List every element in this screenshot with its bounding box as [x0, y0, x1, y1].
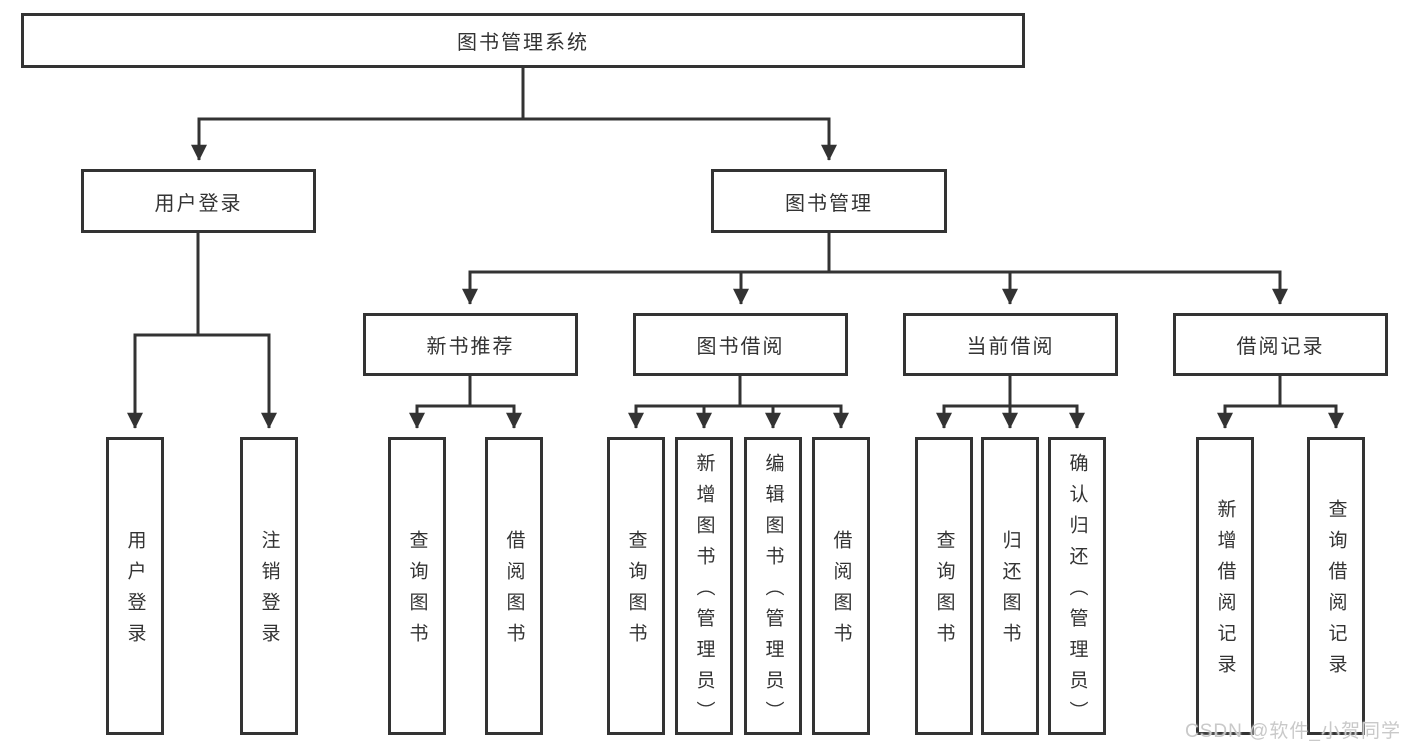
- leaf-borrow-edit-books-admin: 编辑图书（管理员）: [744, 437, 802, 735]
- leaf-borrow-borrow-books-label: 借阅图书: [830, 530, 852, 654]
- leaf-recommend-query-books-label: 查询图书: [406, 530, 428, 654]
- connector-new-book-recommend-to-leaves: [409, 376, 522, 429]
- leaf-records-add-record: 新增借阅记录: [1196, 437, 1254, 735]
- leaf-borrow-add-books-admin: 新增图书（管理员）: [675, 437, 733, 735]
- watermark: CSDN @软件_小贺同学: [1185, 721, 1401, 742]
- leaf-records-add-record-label: 新增借阅记录: [1214, 499, 1236, 685]
- connector-borrow-records-to-leaves: [1217, 376, 1344, 429]
- leaf-borrow-add-books-admin-label: 新增图书（管理员）: [693, 452, 715, 732]
- leaf-borrow-query-books: 查询图书: [607, 437, 665, 735]
- leaf-records-query-record-label: 查询借阅记录: [1325, 499, 1347, 685]
- leaf-current-query-books-label: 查询图书: [933, 530, 955, 654]
- leaf-current-return-books: 归还图书: [981, 437, 1039, 735]
- connector-root-to-level2: [191, 68, 837, 161]
- node-borrow-records: 借阅记录: [1173, 313, 1388, 376]
- leaf-user-login: 用户登录: [106, 437, 164, 735]
- leaf-current-confirm-return-admin: 确认归还（管理员）: [1048, 437, 1106, 735]
- node-user-login: 用户登录: [81, 169, 316, 233]
- leaf-recommend-borrow-books-label: 借阅图书: [503, 530, 525, 654]
- leaf-borrow-query-books-label: 查询图书: [625, 530, 647, 654]
- connector-current-borrow-to-leaves: [936, 376, 1085, 429]
- connector-user-login-to-leaves: [127, 233, 277, 429]
- leaf-recommend-query-books: 查询图书: [388, 437, 446, 735]
- leaf-current-confirm-return-admin-label: 确认归还（管理员）: [1066, 452, 1088, 732]
- node-current-borrow: 当前借阅: [903, 313, 1118, 376]
- leaf-current-return-books-label: 归还图书: [999, 530, 1021, 654]
- leaf-recommend-borrow-books: 借阅图书: [485, 437, 543, 735]
- connector-book-management-to-level3: [462, 233, 1288, 305]
- node-new-book-recommend: 新书推荐: [363, 313, 578, 376]
- node-book-management: 图书管理: [711, 169, 947, 233]
- leaf-borrow-borrow-books: 借阅图书: [812, 437, 870, 735]
- node-root: 图书管理系统: [21, 13, 1025, 68]
- node-book-borrow: 图书借阅: [633, 313, 848, 376]
- leaf-records-query-record: 查询借阅记录: [1307, 437, 1365, 735]
- leaf-borrow-edit-books-admin-label: 编辑图书（管理员）: [762, 452, 784, 732]
- leaf-user-login-label: 用户登录: [124, 530, 146, 654]
- leaf-logout-login-label: 注销登录: [258, 530, 280, 654]
- leaf-logout-login: 注销登录: [240, 437, 298, 735]
- connector-book-borrow-to-leaves: [628, 376, 849, 429]
- leaf-current-query-books: 查询图书: [915, 437, 973, 735]
